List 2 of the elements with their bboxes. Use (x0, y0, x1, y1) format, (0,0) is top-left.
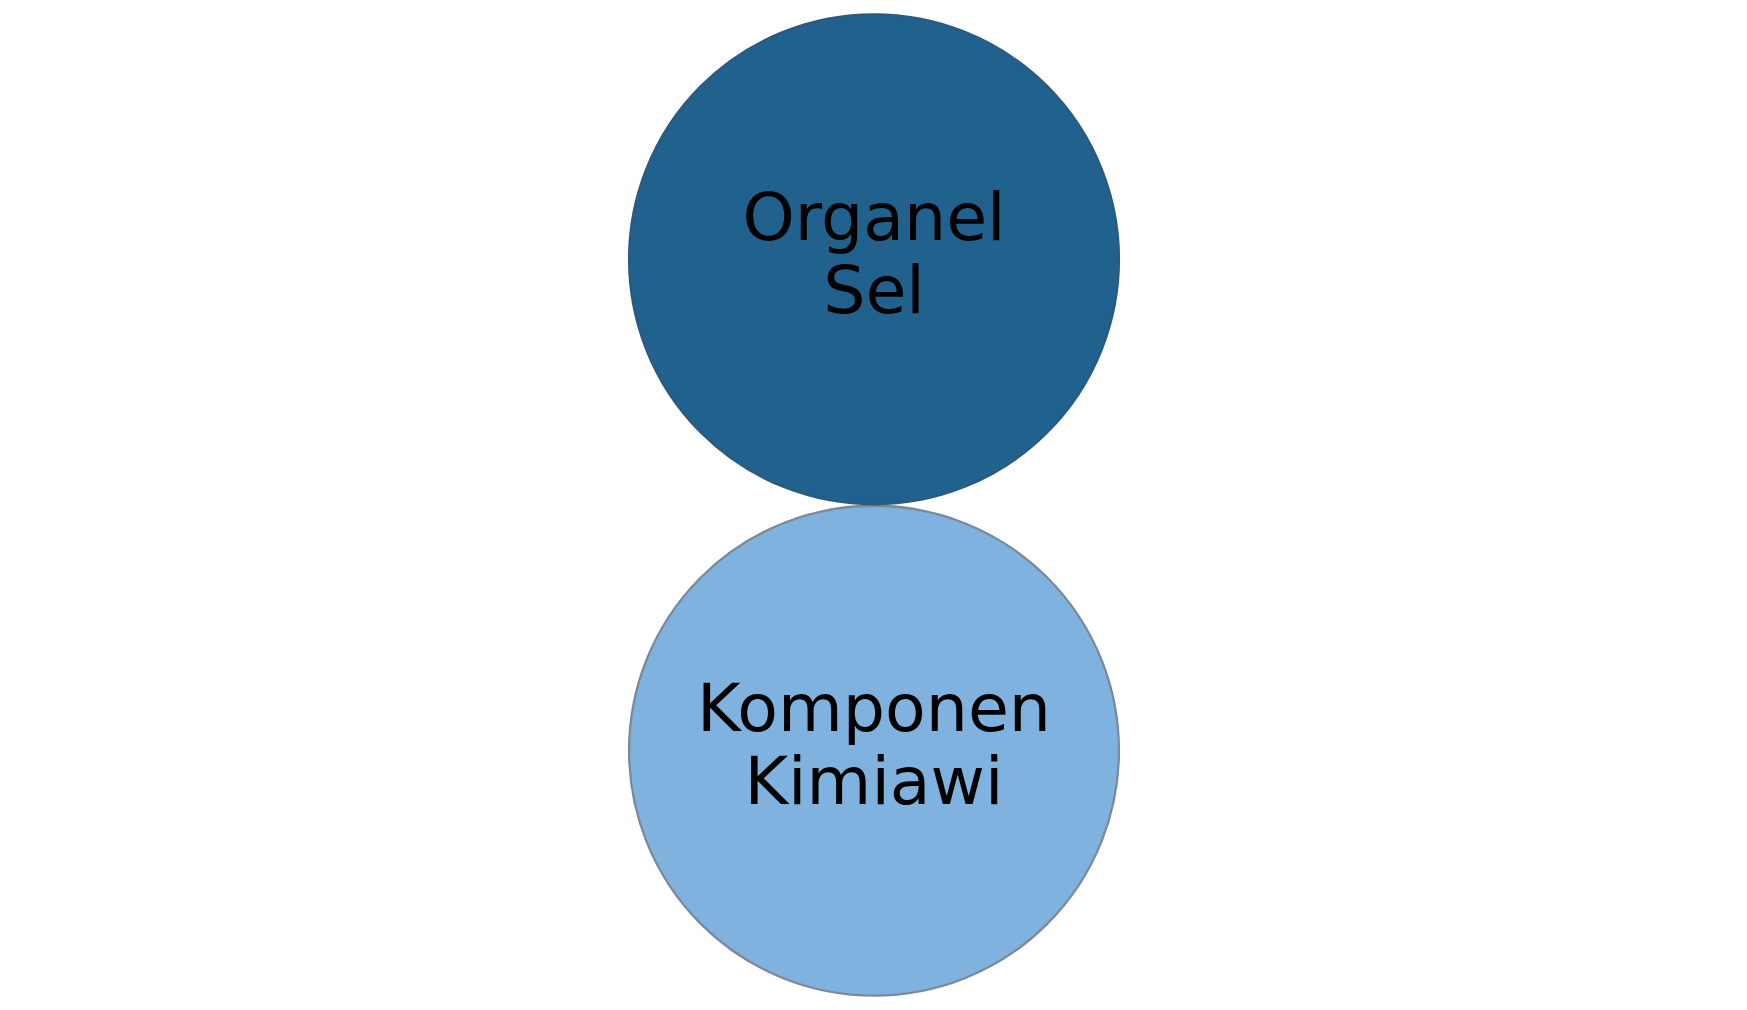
node-circle: Komponen Kimiawi (627, 504, 1120, 997)
node-circle: Organel Sel (627, 13, 1120, 506)
